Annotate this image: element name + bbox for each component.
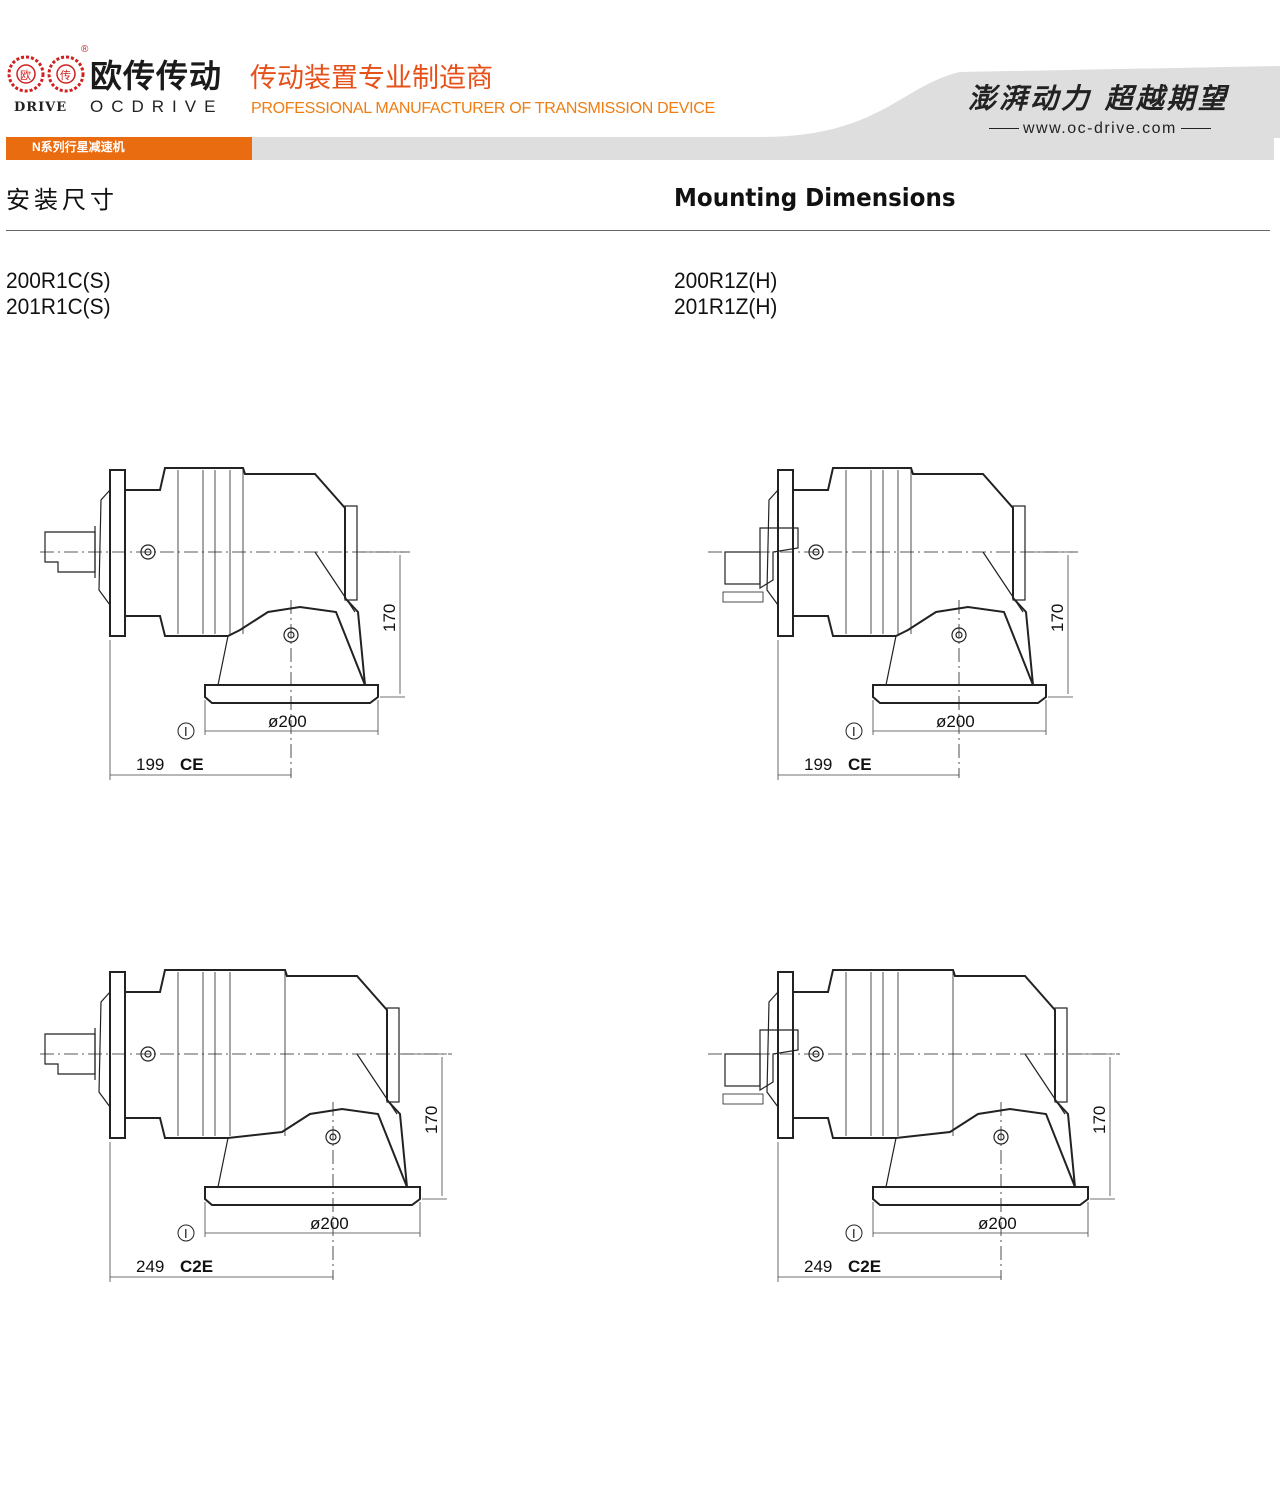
- header-swoosh: [760, 66, 1280, 138]
- model-list-left: 200R1C(S) 201R1C(S): [6, 268, 111, 320]
- diameter-dimension: [204, 1202, 421, 1237]
- flange: [109, 469, 126, 637]
- height-label: 170: [380, 604, 399, 632]
- diameter-label: ø200: [936, 712, 975, 731]
- section-title-en: Mounting Dimensions: [674, 183, 956, 212]
- height-dimension: [1028, 551, 1073, 698]
- datum-symbol: [177, 722, 195, 740]
- housing: [124, 969, 408, 1188]
- model-name: 201R1C(S): [6, 294, 111, 319]
- foot-edge: [217, 1053, 398, 1188]
- adapter-bracket: [759, 527, 799, 590]
- foot-edge: [217, 551, 356, 686]
- length-label: 199: [136, 755, 164, 774]
- diameter-label: ø200: [268, 712, 307, 731]
- tagline-cn: 传动装置专业制造商: [250, 63, 493, 94]
- housing: [792, 467, 1034, 686]
- datum-label: I: [852, 724, 856, 739]
- length-label: 199: [804, 755, 832, 774]
- diameter-label: ø200: [978, 1214, 1017, 1233]
- datum-symbol: [177, 1224, 195, 1242]
- series-label: N系列行星减速机: [6, 137, 252, 160]
- brand-name-cn: 欧传传动: [90, 57, 223, 95]
- end-cover: [1012, 505, 1026, 601]
- height-label: 170: [1048, 604, 1067, 632]
- datum-label: I: [184, 724, 188, 739]
- flange: [109, 971, 126, 1139]
- diameter-dimension: [872, 1202, 1089, 1237]
- model-name: 201R1Z(H): [674, 294, 778, 319]
- tagline-en: PROFESSIONAL MANUFACTURER OF TRANSMISSIO…: [251, 100, 715, 117]
- diameter-dimension: [204, 700, 379, 735]
- logo-badge-right: 传: [60, 69, 71, 82]
- flange-collar: [98, 991, 111, 1108]
- model-name: 200R1C(S): [6, 268, 111, 293]
- variant-code: CE: [848, 755, 872, 774]
- datum-symbol: [845, 722, 863, 740]
- company-logo: 欧 传 ®: [7, 44, 89, 93]
- foot-base: [872, 1186, 1089, 1206]
- flange: [777, 971, 794, 1139]
- flange: [777, 469, 794, 637]
- length-dimension: [109, 1142, 333, 1282]
- datum-symbol: [845, 1224, 863, 1242]
- website: www.oc-drive.com: [985, 121, 1215, 137]
- model-list-right: 200R1Z(H) 201R1Z(H): [674, 268, 777, 320]
- flange-collar: [98, 489, 111, 606]
- adapter-bolts: [722, 1093, 764, 1105]
- adapter-bolts: [722, 591, 764, 603]
- datum-label: I: [852, 1226, 856, 1241]
- divider: [6, 230, 1270, 231]
- flange-collar: [766, 489, 779, 606]
- adapter-bracket: [759, 1029, 799, 1092]
- height-dimension: [1070, 1053, 1115, 1200]
- height-dimension: [360, 551, 405, 698]
- logo-badge-left: 欧: [20, 69, 31, 82]
- slogan: 澎湃动力 超越期望: [968, 82, 1229, 115]
- end-cover: [1054, 1007, 1068, 1103]
- motor-adapter: [724, 1053, 761, 1087]
- housing: [124, 467, 366, 686]
- foot-edge: [885, 551, 1024, 686]
- length-dimension: [109, 640, 291, 780]
- end-cover: [344, 505, 358, 601]
- length-dimension: [777, 1142, 1001, 1282]
- foot-base: [872, 684, 1047, 704]
- housing: [792, 969, 1076, 1188]
- foot-base: [204, 1186, 421, 1206]
- datum-label: I: [184, 1226, 188, 1241]
- diameter-label: ø200: [310, 1214, 349, 1233]
- height-label: 170: [422, 1106, 441, 1134]
- section-title-cn: 安装尺寸: [6, 186, 118, 214]
- flange-collar: [766, 991, 779, 1108]
- length-dimension: [777, 640, 959, 780]
- logo-drive-text: DRIVE: [14, 100, 68, 115]
- end-cover: [386, 1007, 400, 1103]
- header-band: [252, 137, 1274, 160]
- variant-code: C2E: [180, 1257, 213, 1276]
- registered-mark: ®: [81, 44, 89, 55]
- diameter-dimension: [872, 700, 1047, 735]
- brand-name-en: OCDRIVE: [90, 97, 224, 116]
- foot-base: [204, 684, 379, 704]
- motor-adapter: [724, 551, 761, 585]
- length-label: 249: [136, 1257, 164, 1276]
- variant-code: C2E: [848, 1257, 881, 1276]
- length-label: 249: [804, 1257, 832, 1276]
- height-dimension: [402, 1053, 447, 1200]
- variant-code: CE: [180, 755, 204, 774]
- model-name: 200R1Z(H): [674, 268, 778, 293]
- foot-edge: [885, 1053, 1066, 1188]
- height-label: 170: [1090, 1106, 1109, 1134]
